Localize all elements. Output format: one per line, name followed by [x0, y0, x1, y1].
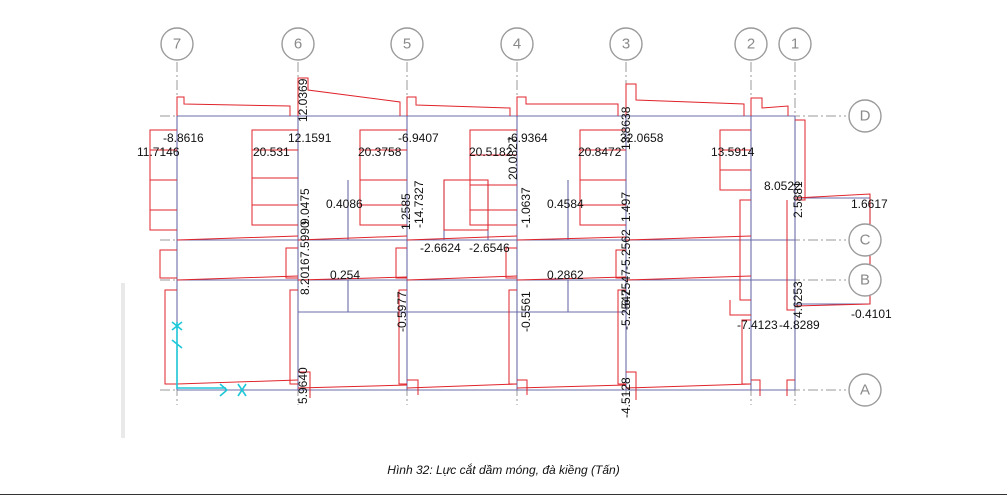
grid-bubble-label: 2 — [747, 36, 755, 53]
shear-value-label: 0.4584 — [547, 197, 584, 211]
grid-bubble-C: C — [848, 223, 882, 257]
shear-value-label: -0.5977 — [395, 291, 409, 332]
shear-value-label: 20.531 — [253, 145, 290, 159]
shear-value-label: 13.8638 — [619, 106, 633, 150]
shear-value-label: 20.3758 — [358, 145, 402, 159]
grid-bubble-A: A — [848, 373, 882, 407]
shear-value-label: 1.2585 — [399, 193, 413, 230]
shear-value-label: 7.5990 — [298, 221, 312, 258]
shear-value-label: 9.0475 — [298, 188, 312, 225]
shear-value-label: -0.5561 — [519, 291, 533, 332]
grid-bubble-1: 1 — [778, 27, 812, 61]
shear-value-label: 20.8472 — [578, 145, 622, 159]
shear-value-label: -2.6546 — [469, 241, 510, 255]
shear-value-label: -4.5128 — [619, 377, 633, 418]
shear-value-label: -4.8289 — [779, 318, 820, 332]
shear-value-label: 20.0827 — [506, 136, 520, 180]
grid-bubble-2: 2 — [734, 27, 768, 61]
grid-bubble-D: D — [848, 99, 882, 133]
bottom-rule — [0, 494, 1007, 495]
shear-value-label: -5.2562 — [619, 229, 633, 270]
shear-value-label: -1.0637 — [519, 187, 533, 228]
grid-bubble-label: 5 — [403, 36, 411, 53]
shear-value-label: 20.5182 — [469, 145, 513, 159]
shear-value-label: -0.4101 — [851, 307, 892, 321]
shear-value-label: 11.7146 — [137, 145, 180, 159]
grid-bubble-label: 6 — [294, 36, 302, 53]
shear-value-label: 0.254 — [330, 268, 360, 282]
left-scan-edge — [121, 283, 125, 438]
shear-value-label: 1.6617 — [851, 197, 888, 211]
shear-value-label: -5.2547 — [619, 289, 633, 330]
shear-value-label: 12.0369 — [296, 78, 310, 122]
shear-value-label: 12.1591 — [288, 131, 332, 145]
grid-bubble-label: B — [860, 272, 870, 289]
shear-value-label: 4.6253 — [791, 281, 805, 318]
grid-bubble-6: 6 — [281, 27, 315, 61]
shear-value-label: -6.9364 — [507, 131, 548, 145]
shear-value-label: 5.9640 — [296, 367, 310, 404]
shear-value-label: 0.2862 — [547, 268, 584, 282]
shear-value-label: -6.2547 — [619, 269, 633, 310]
shear-value-label: 1.497 — [619, 192, 633, 222]
shear-value-labels: -8.8616 11.7146 12.1591 20.531 -6.9407 2… — [137, 131, 892, 332]
grid-bubble-7: 7 — [160, 27, 194, 61]
shear-value-label: 0.4086 — [326, 197, 363, 211]
shear-value-label: -7.4123 — [737, 318, 778, 332]
shear-value-label: -2.6624 — [420, 241, 461, 255]
grid-bubble-label: 4 — [513, 36, 521, 53]
grid-bubble-label: C — [860, 232, 871, 249]
shear-curves — [149, 77, 871, 400]
shear-value-label: 8.2016 — [298, 258, 312, 295]
shear-value-label: 13.5914 — [711, 145, 755, 159]
grid-bubble-4: 4 — [500, 27, 534, 61]
shear-value-label: -6.9407 — [398, 131, 439, 145]
shear-value-label: -8.8616 — [163, 131, 204, 145]
shear-value-label: 32.0658 — [620, 131, 664, 145]
shear-value-label: 8.0522 — [764, 179, 801, 193]
shear-value-label: -14.7327 — [412, 180, 426, 228]
grid-bubble-label: 3 — [622, 36, 630, 53]
support-markers — [171, 321, 247, 397]
shear-value-labels-vertical: 12.0369 20.0827 13.8638 2.5881 -14.7327 … — [296, 78, 805, 418]
grid-bubble-label: A — [860, 382, 870, 399]
grid-bubble-B: B — [848, 263, 882, 297]
grid-bubble-label: D — [860, 108, 871, 125]
grid-bubble-label: 7 — [173, 36, 181, 53]
grid-bubble-label: 1 — [791, 36, 799, 53]
grid-lines — [160, 62, 846, 405]
grid-bubble-3: 3 — [609, 27, 643, 61]
shear-value-label: 2.5881 — [791, 181, 805, 218]
grid-bubble-5: 5 — [390, 27, 424, 61]
figure-caption: Hình 32: Lực cắt dầm móng, đà kiềng (Tấn… — [387, 463, 620, 477]
